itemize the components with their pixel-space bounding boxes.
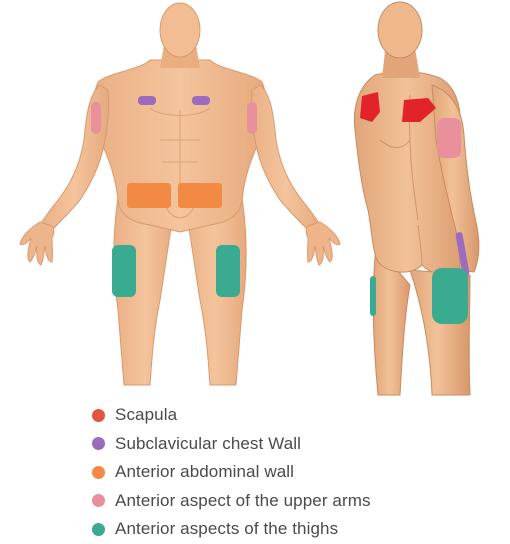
- legend-item-subclavicular: Subclavicular chest Wall: [92, 430, 492, 459]
- dot-icon: [92, 466, 105, 479]
- front-view: [20, 3, 340, 385]
- dot-icon: [92, 437, 105, 450]
- front-subclavicular-right: [192, 96, 210, 105]
- front-upper-arm-right: [247, 102, 257, 134]
- front-subclavicular-left: [138, 96, 156, 105]
- front-left-hand: [20, 222, 54, 265]
- back-thigh: [432, 268, 468, 324]
- front-abdomen-right: [178, 183, 222, 208]
- front-thigh-right: [216, 245, 240, 297]
- dot-icon: [92, 409, 105, 422]
- front-thigh-left: [112, 245, 136, 297]
- dot-icon: [92, 523, 105, 536]
- legend-label: Anterior aspects of the thighs: [115, 519, 338, 539]
- legend-label: Subclavicular chest Wall: [115, 434, 301, 454]
- dot-icon: [92, 494, 105, 507]
- legend-item-upper-arms: Anterior aspect of the upper arms: [92, 487, 492, 516]
- legend-label: Anterior abdominal wall: [115, 462, 294, 482]
- back-head: [378, 2, 422, 58]
- front-right-arm: [251, 85, 320, 232]
- front-right-hand: [306, 222, 340, 265]
- front-abdomen-left: [127, 183, 171, 208]
- back-view: [354, 2, 478, 395]
- legend: Scapula Subclavicular chest Wall Anterio…: [92, 401, 492, 544]
- back-thigh-edge: [370, 276, 376, 316]
- legend-label: Scapula: [115, 405, 177, 425]
- legend-item-abdominal: Anterior abdominal wall: [92, 458, 492, 487]
- front-upper-arm-left: [91, 102, 101, 134]
- legend-label: Anterior aspect of the upper arms: [115, 491, 371, 511]
- body-sites-illustration: [0, 0, 510, 400]
- legend-item-scapula: Scapula: [92, 401, 492, 430]
- front-head: [160, 3, 200, 57]
- back-upper-arm: [437, 118, 461, 158]
- legend-item-thighs: Anterior aspects of the thighs: [92, 515, 492, 544]
